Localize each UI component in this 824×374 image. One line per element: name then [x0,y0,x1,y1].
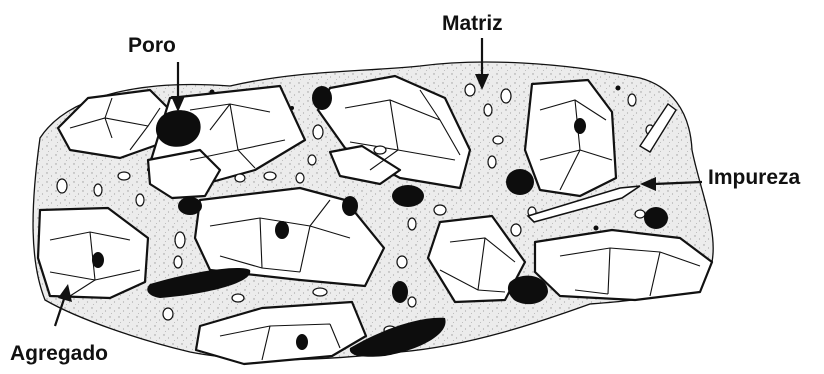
pore [392,185,424,207]
pore [644,207,668,229]
pore [296,334,308,350]
pore [574,118,586,134]
pore [506,169,534,195]
aggregate-4 [525,80,616,196]
label-matriz: Matriz [442,12,503,35]
label-impureza: Impureza [708,166,801,189]
pore [275,221,289,239]
pore [312,86,332,110]
label-poro: Poro [128,34,176,57]
pore [92,252,104,268]
label-agregado: Agregado [10,342,108,365]
pore [392,281,408,303]
pore [178,197,202,215]
pore [342,196,358,216]
